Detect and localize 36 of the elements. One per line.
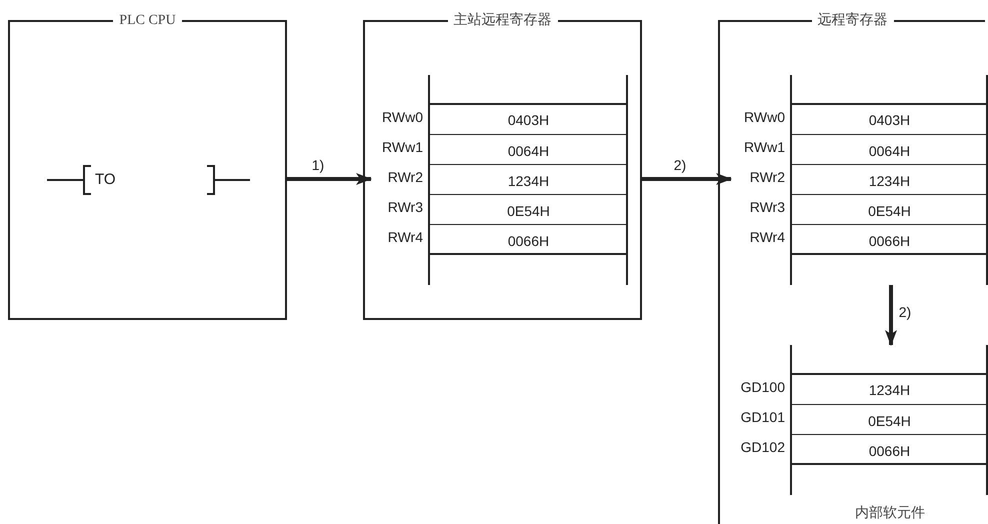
register-cell: 0E54H	[792, 404, 987, 434]
register-cell-text: 1234H	[868, 381, 912, 400]
arrow	[287, 173, 372, 185]
register-label: RWw0	[381, 108, 423, 127]
register-cell: 0064H	[430, 134, 627, 164]
register-label: RWw1	[743, 138, 785, 157]
register-label: RWr4	[748, 228, 785, 247]
panel-title: 主站远程寄存器	[448, 13, 558, 28]
register-cell: 0066H	[792, 434, 987, 464]
register-cell: 0066H	[430, 224, 627, 254]
register-cell: 0064H	[792, 134, 987, 164]
register-label: RWw0	[743, 108, 785, 127]
register-cell-text: 0403H	[506, 111, 550, 130]
register-cell: 0066H	[792, 224, 987, 254]
register-label: RWr3	[748, 198, 785, 217]
register-label: RWr2	[386, 168, 423, 187]
arrow	[642, 173, 732, 185]
register-cell: 1234H	[792, 164, 987, 194]
register-label: RWr3	[386, 198, 423, 217]
register-label: GD101	[740, 408, 785, 427]
register-cell: 0E54H	[430, 194, 627, 224]
edge-label: 1)	[310, 157, 326, 173]
register-cell-text: 0403H	[868, 111, 912, 130]
register-label: RWw1	[381, 138, 423, 157]
panel-title: 远程寄存器	[812, 13, 894, 28]
instruction-label: TO	[95, 170, 116, 190]
register-label: GD100	[740, 378, 785, 397]
register-label: GD102	[740, 438, 785, 457]
edge-label: 2)	[896, 304, 914, 320]
register-cell: 1234H	[430, 164, 627, 194]
register-label: RWr4	[386, 228, 423, 247]
table-caption: 内部软元件	[854, 505, 926, 523]
register-label: RWr2	[748, 168, 785, 187]
edge-label: 2)	[672, 157, 688, 173]
register-cell: 0E54H	[792, 194, 987, 224]
arrow	[885, 285, 897, 346]
